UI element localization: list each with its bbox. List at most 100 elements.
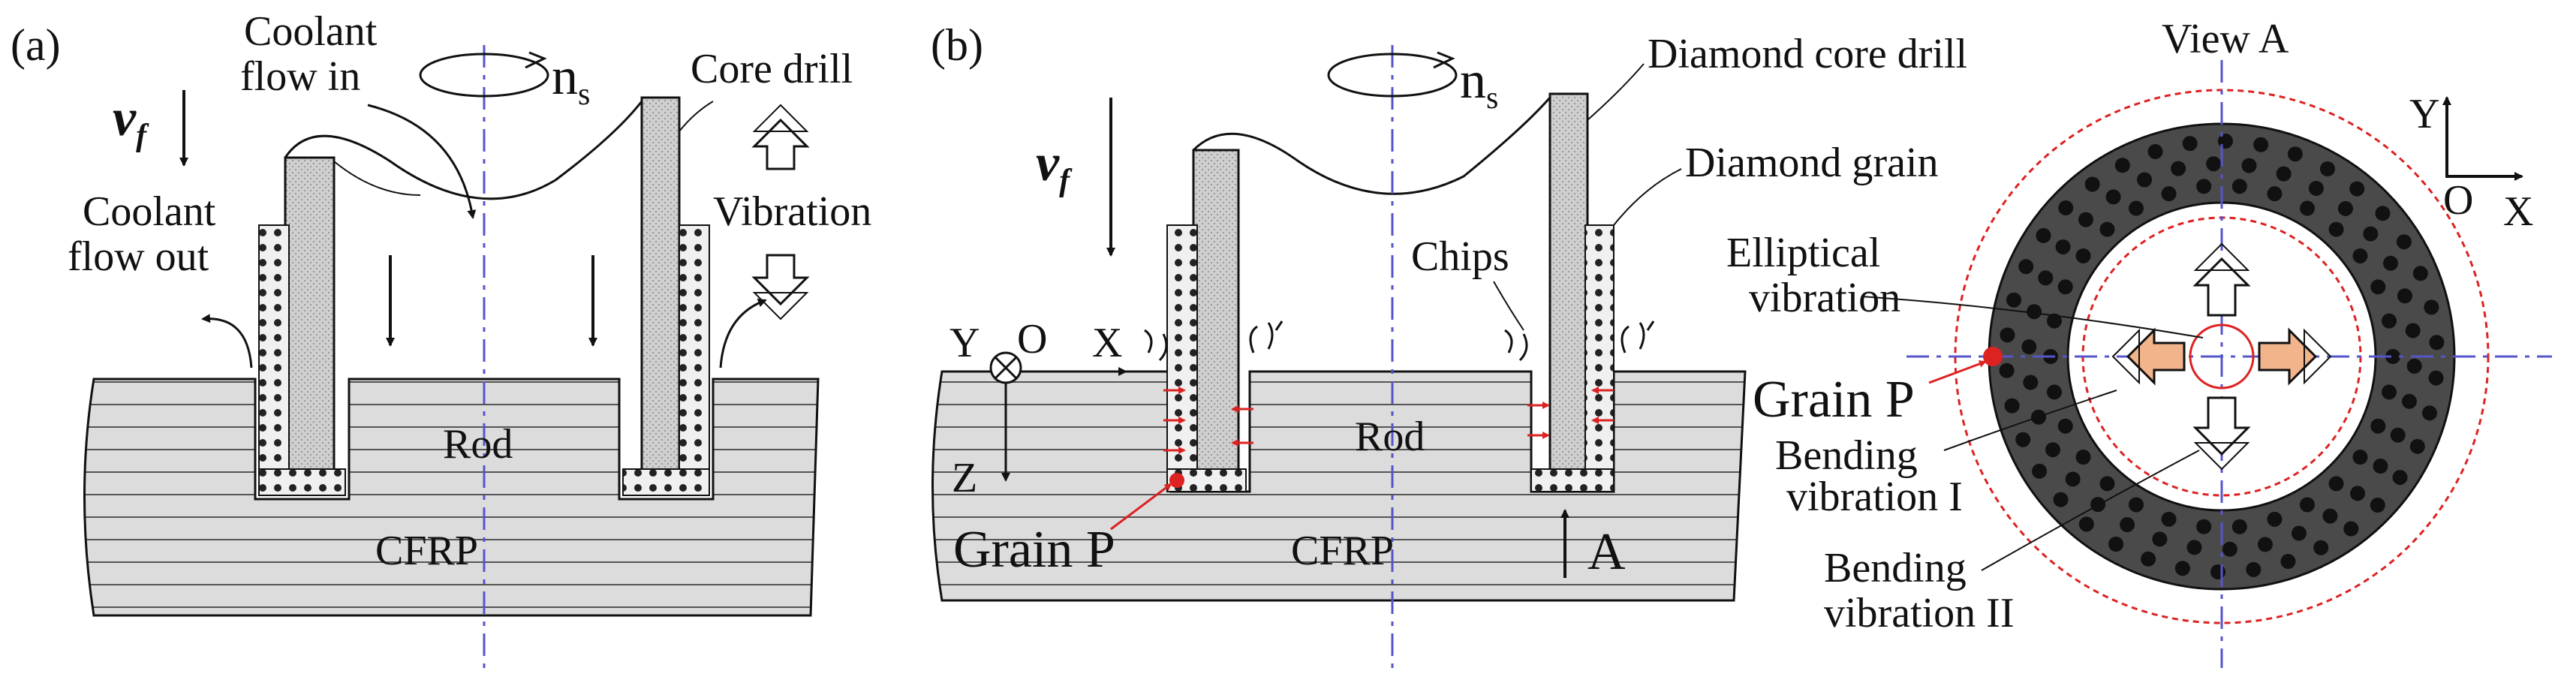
vf-label-a: vf — [113, 89, 149, 153]
vibration-arrows-a — [751, 104, 810, 320]
grain-dot — [2328, 221, 2344, 237]
grain-dot — [2349, 181, 2365, 197]
grain-dot — [2401, 393, 2417, 409]
grain-dot — [2129, 200, 2144, 216]
grain-dot — [2375, 206, 2391, 221]
grain-dot — [2036, 227, 2051, 243]
grain-dot — [2373, 459, 2388, 474]
ns-label-b: ns — [1460, 52, 1498, 116]
chips-label: Chips — [1411, 233, 1509, 280]
panel-b: (b) ns vf Diamond core drill Diamond gra… — [931, 20, 1967, 675]
grain-dot — [2021, 339, 2037, 355]
grain-dot — [2231, 519, 2247, 534]
grain-dot — [2023, 375, 2039, 390]
grain-dot — [2363, 226, 2379, 242]
elliptical-label-1: Elliptical — [1726, 230, 1880, 276]
grain-dot — [2182, 136, 2198, 152]
grain-dot — [2018, 259, 2034, 275]
diamond-core-drill-label: Diamond core drill — [1648, 31, 1967, 77]
rod-label-b: Rod — [1355, 414, 1425, 460]
grain-dot — [2300, 200, 2315, 216]
grain-dot — [2046, 384, 2062, 400]
grain-dot — [2352, 248, 2368, 263]
grain-dot — [2057, 418, 2073, 434]
grain-dot — [2319, 161, 2335, 176]
grain-dot — [2385, 349, 2400, 364]
rotation-ellipse-b — [1327, 53, 1458, 98]
chips-right — [1504, 320, 1655, 362]
grain-band-bottom-right-b — [1530, 468, 1615, 492]
grain-band-bottom-left-a — [258, 468, 346, 496]
grain-dot — [2424, 299, 2439, 315]
grain-band-left-a — [258, 224, 290, 481]
view-a: View A Grain P — [1753, 16, 2552, 668]
grain-dot — [2099, 476, 2115, 492]
rotation-ellipse-a — [419, 53, 549, 98]
coolant-in-arrow — [367, 104, 477, 219]
grain-dot — [2055, 239, 2071, 254]
grain-dot — [2141, 551, 2156, 567]
axis-z-label-b: Z — [952, 455, 977, 501]
grain-dot — [2276, 166, 2292, 182]
view-a-axis-x: X — [2503, 188, 2533, 235]
grain-dot — [2078, 212, 2093, 227]
drill-top-curve-a — [284, 101, 643, 200]
grain-dot — [2186, 540, 2202, 555]
grain-dot — [2196, 519, 2212, 534]
grain-dot — [2428, 370, 2444, 386]
grain-dot — [2161, 186, 2177, 202]
drill-wall-left-a — [284, 156, 336, 474]
grain-dot — [2392, 470, 2408, 486]
coolant-in-label-2: flow in — [240, 53, 360, 100]
cutting-force-arrows — [1163, 387, 1614, 454]
core-drill-label-a: Core drill — [691, 46, 853, 92]
grain-dot — [2405, 323, 2421, 338]
coolant-out-arrow-right — [719, 298, 767, 369]
coolant-out-label-2: flow out — [68, 233, 209, 280]
grain-dot — [2406, 358, 2422, 374]
grain-dot — [2382, 313, 2397, 329]
grain-dots — [1999, 134, 2445, 579]
view-a-title: View A — [2162, 16, 2289, 62]
grain-dot — [2267, 186, 2283, 202]
grain-dot — [2328, 476, 2344, 492]
grain-dot — [2161, 511, 2177, 527]
grain-dot — [2396, 234, 2412, 250]
bending-2-label-b: vibration II — [1824, 590, 2014, 636]
vf-label-b: vf — [1036, 134, 1073, 198]
grain-band-right-a — [679, 224, 710, 481]
view-a-axis-y: Y — [2409, 91, 2439, 137]
grain-dot — [2046, 313, 2062, 329]
grain-dot — [2137, 172, 2153, 188]
grain-dot — [2409, 438, 2425, 454]
vibration-label-a: Vibration — [713, 188, 871, 235]
grain-dot — [2390, 427, 2406, 443]
grain-dot — [2287, 146, 2303, 162]
grain-dot — [2421, 405, 2437, 421]
grain-p-dot-b — [1169, 473, 1184, 488]
bending-2-label-a: Bending — [1824, 545, 1967, 591]
grain-dot — [2174, 561, 2190, 576]
coolant-in-label-1: Coolant — [244, 8, 378, 55]
view-a-vibration-arrows — [2111, 242, 2332, 471]
grain-dot — [2015, 432, 2031, 447]
view-a-arrow-label: A — [1587, 523, 1626, 581]
axis-o-label-b: O — [1017, 316, 1047, 363]
panel-a: (a) vf ns Coolant flow in Coolant flow o… — [11, 8, 871, 668]
grain-dot — [2120, 517, 2135, 533]
drill-wall-right-a — [640, 96, 681, 474]
grain-dot — [2291, 525, 2307, 541]
grain-dot — [2129, 497, 2144, 513]
grain-dot — [2075, 248, 2091, 263]
grain-dot — [2300, 497, 2315, 513]
grain-dot — [2241, 158, 2257, 173]
axis-x-label-b: X — [1092, 320, 1122, 366]
cfrp-label-b: CFRP — [1291, 528, 1394, 574]
grain-dot — [2382, 255, 2398, 271]
grain-dot — [1999, 363, 2015, 378]
elliptical-vibration-circle — [2189, 323, 2255, 390]
grain-dot — [2004, 398, 2020, 414]
panel-b-tag: (b) — [931, 20, 983, 70]
rod-label-a: Rod — [443, 421, 513, 468]
